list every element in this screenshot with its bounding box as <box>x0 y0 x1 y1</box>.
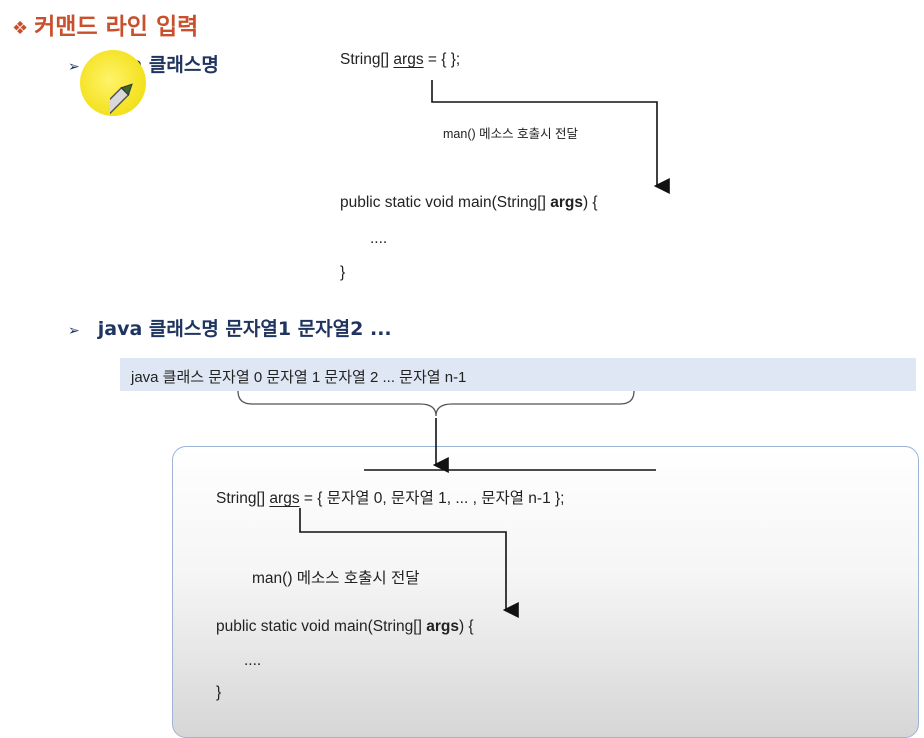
diamond-bullet-icon: ❖ <box>12 18 29 39</box>
arrow-bullet-icon: ➢ <box>68 59 80 75</box>
args-to-main-arrow-2 <box>299 508 519 618</box>
call-note-1: man() 메소스 호출시 전달 <box>443 127 579 141</box>
args-declaration-1: String[] args = { }; <box>340 51 461 68</box>
main-body-2: .... <box>244 652 262 669</box>
slide-title: ❖커맨드 라인 입력 <box>12 14 199 40</box>
call-note-2: man() 메소스 호출시 전달 <box>252 570 420 587</box>
close-brace-2: } <box>216 684 222 701</box>
args-to-main-arrow-1 <box>431 80 670 194</box>
args-declaration-2: String[] args = { 문자열 0, 문자열 1, ... , 문자… <box>216 490 565 507</box>
arrow-bullet-icon: ➢ <box>68 323 80 339</box>
main-signature-2: public static void main(String[] args) { <box>216 618 474 635</box>
main-signature-1: public static void main(String[] args) { <box>340 194 598 211</box>
command-line-text: java 클래스 문자열 0 문자열 1 문자열 2 ... 문자열 n-1 <box>131 369 467 386</box>
close-brace-1: } <box>340 264 346 281</box>
section2-heading: ➢java 클래스명 문자열1 문자열2 ... <box>68 318 392 340</box>
command-line-bar <box>120 358 916 391</box>
pen-cursor-icon <box>110 83 133 128</box>
connector-overlay <box>237 80 670 618</box>
explanation-panel <box>172 446 919 738</box>
main-body-1: .... <box>370 230 388 247</box>
strings-brace <box>237 390 635 417</box>
